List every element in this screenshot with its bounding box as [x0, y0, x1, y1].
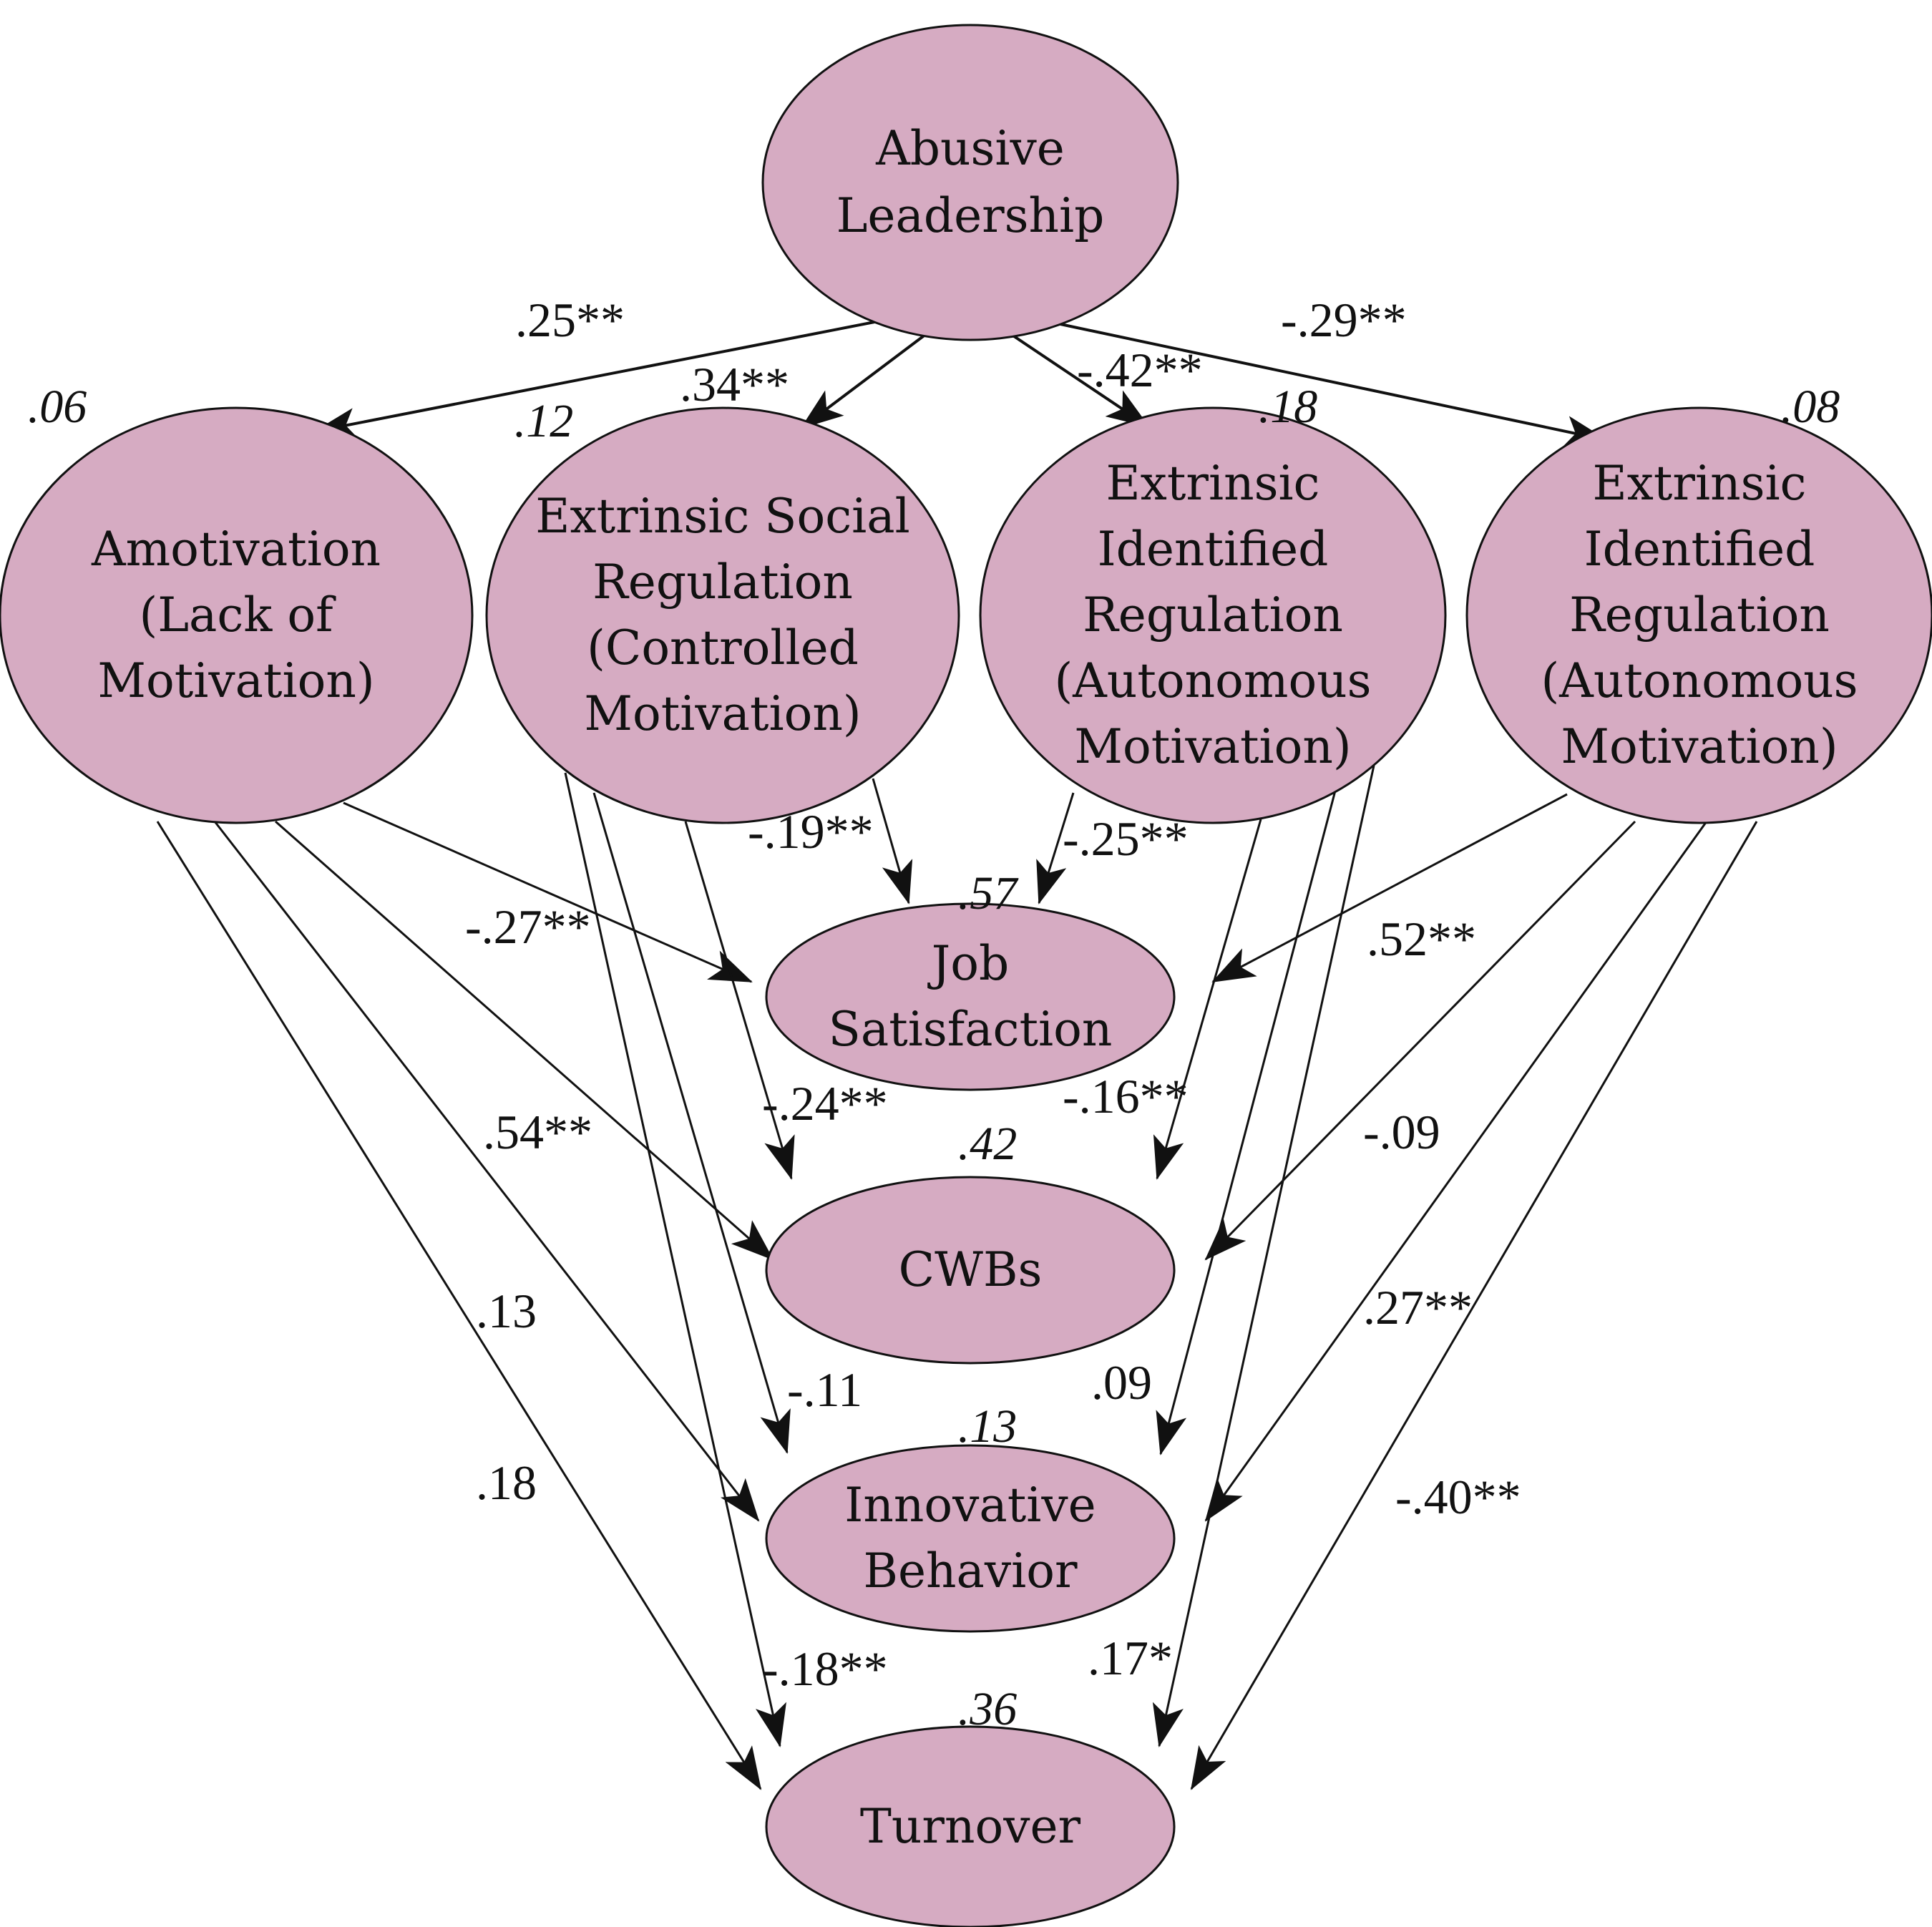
node-label-line: Identified — [1584, 522, 1815, 577]
node-label-line: Regulation — [1569, 587, 1830, 643]
path-arrow-extrinsic-identified-1-to-job-satisfaction — [1036, 792, 1075, 904]
path-coefficient-extrinsic-social-to-job-satisfaction: -.19** — [748, 804, 874, 859]
node-turnover: Turnover — [765, 1725, 1176, 1927]
path-coefficient-extrinsic-identified-1-to-innovative-behavior: .09 — [1091, 1355, 1152, 1410]
node-label-line: Regulation — [1083, 587, 1343, 643]
node-label-line: (Autonomous — [1541, 653, 1858, 708]
labels-layer: .25** .34** -.42** -.29** -.27** .54** .13 .18 -… — [28, 293, 1840, 1735]
edges-layer — [156, 303, 1758, 1790]
node-label-line: Innovative — [844, 1478, 1096, 1533]
node-label-line: Extrinsic — [1592, 456, 1806, 511]
path-coefficient-abusive-leadership-to-extrinsic-identified-2: -.29** — [1281, 293, 1407, 347]
path-arrow-amotivation-to-turnover — [156, 821, 762, 1790]
node-ellipse — [485, 406, 960, 824]
node-label-line: Abusive — [875, 121, 1065, 176]
path-arrow-extrinsic-social-to-cwbs — [684, 821, 795, 1180]
path-coefficient-extrinsic-social-to-innovative-behavior: -.11 — [787, 1362, 862, 1417]
path-coefficient-abusive-leadership-to-extrinsic-social: .34** — [680, 357, 789, 411]
path-coefficient-extrinsic-identified-2-to-turnover: -.40** — [1395, 1470, 1521, 1524]
path-coefficient-abusive-leadership-to-extrinsic-identified-1: -.42** — [1077, 343, 1203, 397]
path-coefficient-extrinsic-identified-1-to-cwbs: -.16** — [1063, 1069, 1189, 1123]
r-squared-amotivation: .06 — [28, 381, 87, 433]
node-label-line: Leadership — [836, 188, 1105, 243]
path-coefficient-amotivation-to-job-satisfaction: -.27** — [465, 899, 591, 954]
path-coefficient-extrinsic-identified-1-to-turnover: .17* — [1088, 1631, 1173, 1685]
path-coefficient-amotivation-to-cwbs: .54** — [483, 1105, 592, 1159]
path-arrow-amotivation-to-job-satisfaction — [343, 801, 753, 983]
path-arrow-extrinsic-identified-2-to-cwbs — [1204, 820, 1636, 1261]
node-label-line: (Controlled — [587, 620, 859, 675]
path-arrow-extrinsic-social-to-turnover — [564, 772, 786, 1747]
node-label-line: Motivation) — [1561, 719, 1838, 774]
node-amotivation: Amotivation (Lack of Motivation) — [0, 406, 474, 824]
path-arrow-amotivation-to-innovative-behavior — [213, 821, 760, 1522]
path-arrow-extrinsic-identified-1-to-cwbs — [1153, 819, 1262, 1180]
path-coefficient-extrinsic-identified-2-to-innovative-behavior: .27** — [1363, 1280, 1473, 1335]
r-squared-turnover: .36 — [958, 1683, 1018, 1735]
node-label-line: Job — [927, 936, 1009, 991]
path-arrow-extrinsic-identified-1-to-innovative-behavior — [1156, 779, 1340, 1455]
path-coefficient-extrinsic-social-to-cwbs: -.24** — [762, 1076, 888, 1131]
node-label-line: Behavior — [863, 1543, 1078, 1599]
path-coefficient-extrinsic-identified-2-to-job-satisfaction: .52** — [1367, 912, 1476, 966]
node-label-line: Motivation) — [584, 686, 861, 741]
path-coefficient-abusive-leadership-to-amotivation: .25** — [515, 293, 625, 347]
path-coefficient-extrinsic-identified-2-to-cwbs: -.09 — [1363, 1105, 1440, 1159]
path-arrow-abusive-leadership-to-amotivation — [313, 303, 967, 439]
node-ellipse — [765, 1176, 1176, 1365]
r-squared-job-satisfaction: .57 — [958, 867, 1020, 919]
node-label-line: Identified — [1098, 522, 1329, 577]
node-ellipse — [979, 406, 1447, 824]
node-label-line: Motivation) — [1074, 719, 1351, 774]
path-coefficient-amotivation-to-turnover: .18 — [476, 1455, 537, 1510]
path-coefficient-extrinsic-identified-1-to-job-satisfaction: -.25** — [1063, 811, 1189, 866]
node-label-line: Turnover — [860, 1799, 1081, 1854]
path-arrow-amotivation-to-cwbs — [275, 820, 774, 1261]
path-coefficient-extrinsic-social-to-turnover: -.18** — [762, 1641, 888, 1696]
node-label-line: CWBs — [899, 1242, 1043, 1297]
node-label-line: Regulation — [592, 555, 853, 610]
r-squared-extrinsic-identified-2: .08 — [1781, 381, 1840, 433]
node-ellipse — [761, 24, 1179, 341]
node-label-line: Extrinsic Social — [535, 489, 910, 544]
path-arrow-extrinsic-identified-2-to-innovative-behavior — [1204, 821, 1708, 1522]
r-squared-innovative-behavior: .13 — [958, 1400, 1018, 1453]
path-arrow-extrinsic-social-to-job-satisfaction — [872, 778, 913, 904]
r-squared-cwbs: .42 — [958, 1118, 1018, 1170]
path-arrow-extrinsic-identified-2-to-turnover — [1190, 821, 1758, 1790]
node-label-line: Extrinsic — [1106, 456, 1319, 511]
node-label-line: Amotivation — [91, 522, 381, 577]
r-squared-extrinsic-social: .12 — [514, 395, 574, 447]
node-ellipse — [765, 902, 1176, 1091]
node-ellipse — [765, 1725, 1176, 1927]
path-arrow-extrinsic-identified-1-to-turnover — [1152, 765, 1375, 1747]
node-ellipse — [0, 406, 474, 824]
node-ellipse — [765, 1444, 1176, 1633]
node-label-line: (Autonomous — [1054, 653, 1371, 708]
path-arrow-extrinsic-identified-2-to-job-satisfaction — [1211, 793, 1568, 983]
path-arrow-extrinsic-social-to-innovative-behavior — [592, 792, 791, 1454]
node-label-line: (Lack of — [139, 587, 336, 643]
node-cwbs: CWBs — [765, 1176, 1176, 1365]
path-arrow-abusive-leadership-to-extrinsic-identified-2 — [965, 303, 1608, 447]
node-label-line: Motivation) — [97, 653, 374, 708]
path-coefficient-amotivation-to-innovative-behavior: .13 — [476, 1284, 537, 1338]
r-squared-extrinsic-identified-1: .18 — [1259, 381, 1318, 433]
node-ellipse — [1465, 406, 1932, 824]
node-label-line: Satisfaction — [829, 1002, 1113, 1057]
